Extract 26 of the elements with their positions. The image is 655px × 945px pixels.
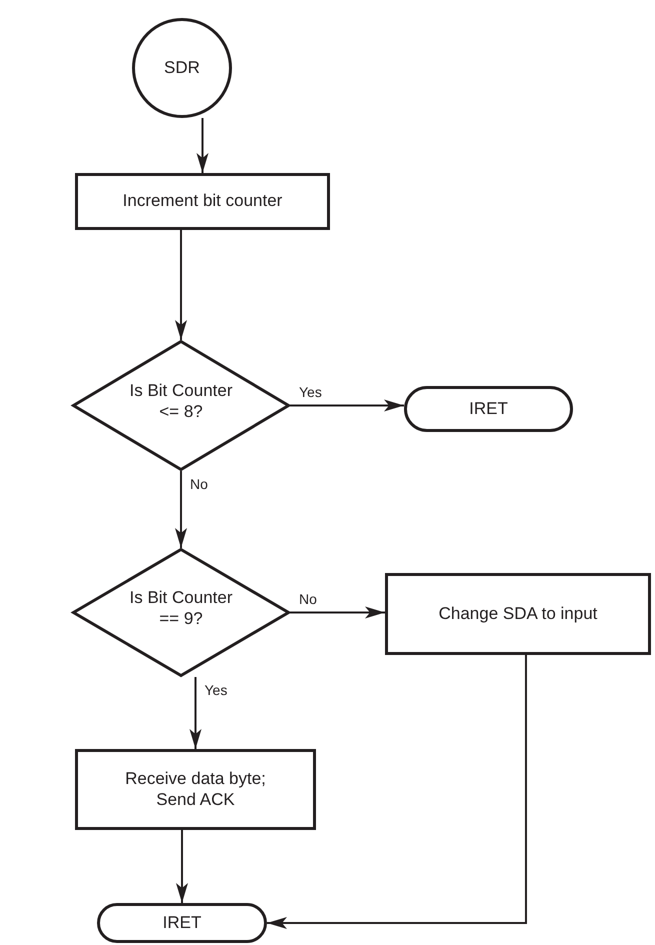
node-label: IRET <box>162 912 202 934</box>
arrow <box>175 230 187 340</box>
process-box <box>75 173 330 230</box>
terminator-box <box>404 386 573 432</box>
node-label: Receive data byte; Send ACK <box>124 769 267 810</box>
node-label: Is Bit Counter == 9? <box>128 588 234 629</box>
arrow <box>290 400 404 412</box>
arrow <box>290 606 385 618</box>
node-label: Increment bit counter <box>122 191 282 212</box>
process-box <box>75 749 316 830</box>
edge-label: No <box>189 476 209 492</box>
arrow <box>175 471 187 548</box>
node-label: Is Bit Counter <= 8? <box>128 381 234 422</box>
arrow <box>190 677 202 749</box>
edge-label: Yes <box>204 682 228 698</box>
decision-diamond <box>72 340 290 471</box>
node-label: SDR <box>164 58 200 78</box>
decision-diamond <box>72 548 290 677</box>
start-circle <box>132 18 232 118</box>
arrow <box>267 655 527 929</box>
arrow <box>176 830 188 903</box>
process-box <box>385 573 651 655</box>
node-label: Change SDA to input <box>438 604 598 624</box>
terminator-box <box>97 903 267 943</box>
node-label: IRET <box>469 398 508 420</box>
arrow <box>196 118 208 173</box>
